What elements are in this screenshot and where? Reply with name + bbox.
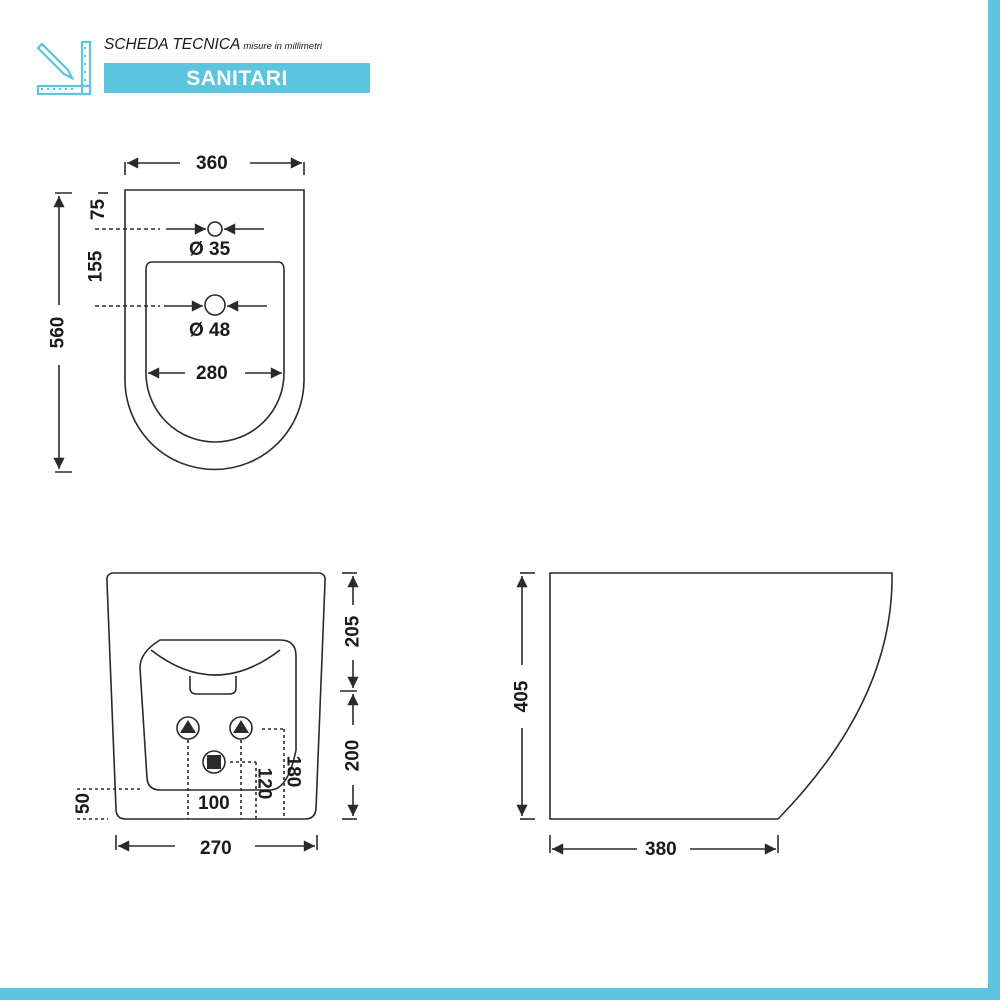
frame-border-bottom bbox=[0, 988, 1000, 1000]
subtitle-text: misure in millimetri bbox=[243, 41, 323, 52]
bowl-width-label: 280 bbox=[196, 363, 228, 384]
top-height-label: 560 bbox=[47, 316, 69, 349]
top-width-label: 360 bbox=[196, 153, 228, 174]
front-view-outline bbox=[106, 572, 326, 820]
side-height-label: 405 bbox=[511, 680, 533, 713]
top-view-outline bbox=[124, 189, 305, 471]
drain-offset-label: 155 bbox=[85, 250, 107, 283]
tap-hole-diameter-label: Ø 35 bbox=[189, 239, 231, 260]
drain-diameter-label: Ø 48 bbox=[189, 320, 231, 341]
side-view-outline bbox=[549, 572, 893, 820]
title-text: SCHEDA TECNICA bbox=[104, 36, 241, 53]
ruler-pencil-icon bbox=[36, 40, 92, 96]
front-width-label: 270 bbox=[200, 838, 232, 859]
front-lower-height-label: 200 bbox=[342, 739, 364, 772]
frame-border-right bbox=[988, 0, 1000, 1000]
side-depth-label: 380 bbox=[645, 839, 677, 860]
base-offset-label: 50 bbox=[73, 792, 95, 815]
inlet-height-label: 180 bbox=[282, 755, 304, 788]
category-banner: SANITARI bbox=[104, 63, 370, 93]
tap-hole-offset-label: 75 bbox=[88, 198, 110, 221]
front-upper-height-label: 205 bbox=[342, 615, 364, 648]
inlet-spacing-label: 100 bbox=[198, 793, 230, 814]
drain-height-label: 120 bbox=[253, 767, 275, 800]
